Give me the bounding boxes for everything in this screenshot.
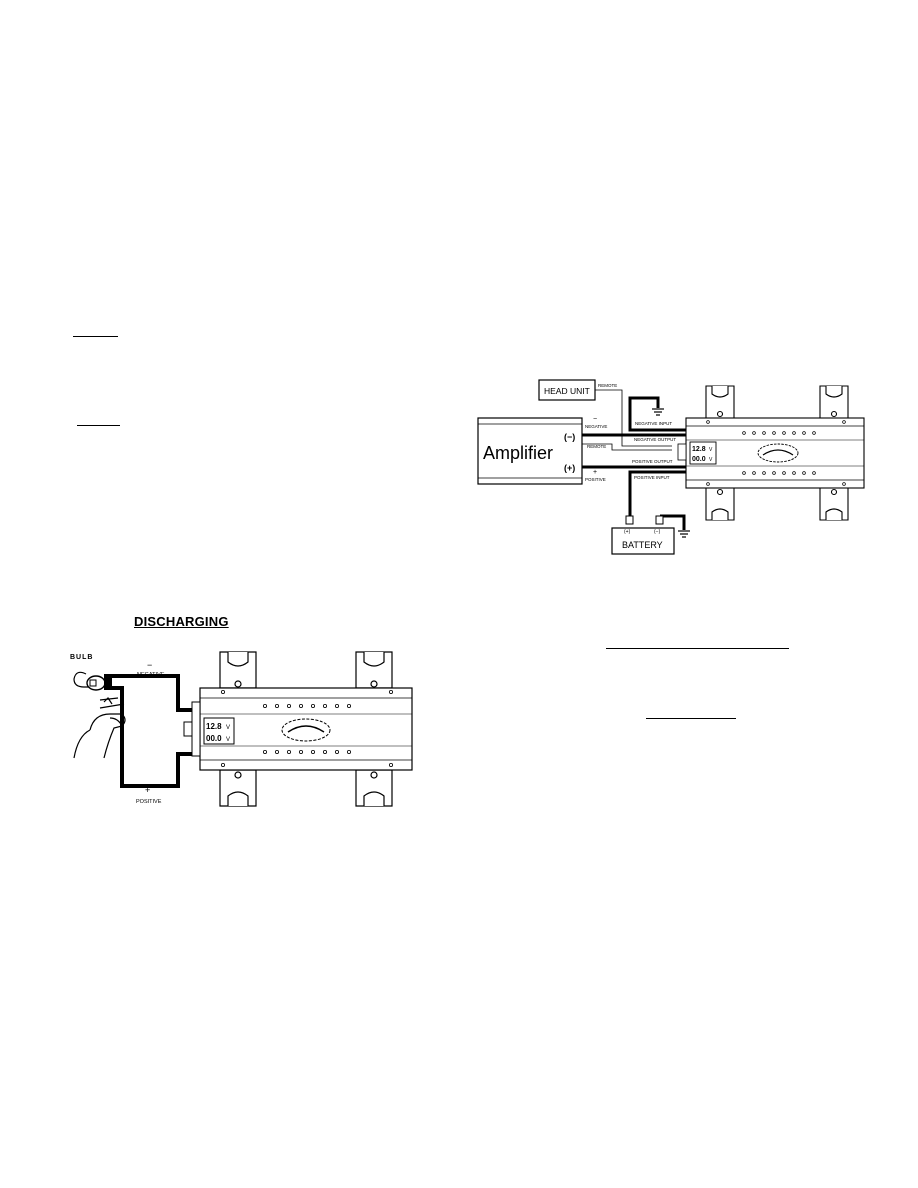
section-underline-1 [606,648,789,649]
positive-sign: + [145,785,150,795]
remote-wires [582,389,672,451]
battery-ground-wire [660,514,686,530]
heading-underline-1 [73,336,118,337]
mounting-foot-bottom-left [219,769,257,807]
hand-icon [73,671,126,759]
vent-holes [220,690,393,768]
mounting-foot-top-right [355,651,393,689]
bulb-icon [86,674,112,691]
amplifier-box [477,417,583,485]
amplifier-wiring-diagram: HEAD UNIT REMOTE Amplifier (−) (+) − NEG… [477,379,865,555]
charger-unit: 12.8 V 00.0 V [183,651,413,807]
ground-symbol-bottom [678,530,690,538]
positive-input-wire [628,470,686,516]
heading-underline-2 [77,425,120,426]
mounting-foot-top-left [219,651,257,689]
vent-holes [706,420,846,486]
brand-logo [281,718,331,742]
voltage-display [203,717,235,745]
amp-minus-terminal: (−) [564,432,575,442]
negative-output-label: NEGATIVE OUTPUT [634,437,676,442]
negative-sign: − [147,660,152,670]
remote-top-label: REMOTE [598,383,617,388]
discharging-title: DISCHARGING [134,614,229,629]
head-unit-label: HEAD UNIT [544,386,590,396]
display-bottom-value: 00.0 [206,734,222,743]
charger-unit: 12.8 V 00.0 V [677,385,865,521]
section-underline-2 [646,718,736,719]
discharging-diagram: BULB − NEGATIVE + POSITIVE [70,651,413,807]
battery-box [611,527,675,555]
display-top-unit: V [226,725,230,731]
negative-wire [112,674,198,712]
display-bottom-value: 00.0 [692,456,706,463]
battery-plus-label: (+) [624,529,631,535]
positive-output-label: POSITIVE OUTPUT [632,459,673,464]
display-bottom-unit: V [226,737,230,743]
amp-plus-terminal: (+) [564,463,575,473]
display-top-value: 12.8 [692,446,706,453]
positive-label: POSITIVE [136,799,162,805]
positive-label: POSITIVE [585,477,606,482]
positive-wire [112,686,198,788]
negative-sign: − [593,416,597,423]
amplifier-label: Amplifier [483,443,553,463]
bulb-label: BULB [70,654,93,661]
negative-label: NEGATIVE [585,424,607,429]
voltage-display [689,441,717,465]
negative-input-wire [628,396,686,432]
display-top-value: 12.8 [206,722,222,731]
positive-sign: + [593,469,597,476]
mounting-foot-bottom-right [355,769,393,807]
brand-logo [757,443,799,463]
battery-label: BATTERY [622,540,663,550]
positive-input-label: POSITIVE INPUT [634,475,670,480]
negative-input-label: NEGATIVE INPUT [635,421,672,426]
display-bottom-unit: V [709,457,713,463]
ground-symbol-top [652,408,664,416]
battery-minus-label: (−) [654,529,661,535]
display-top-unit: V [709,447,713,453]
remote-label: REMOTE [587,444,606,449]
